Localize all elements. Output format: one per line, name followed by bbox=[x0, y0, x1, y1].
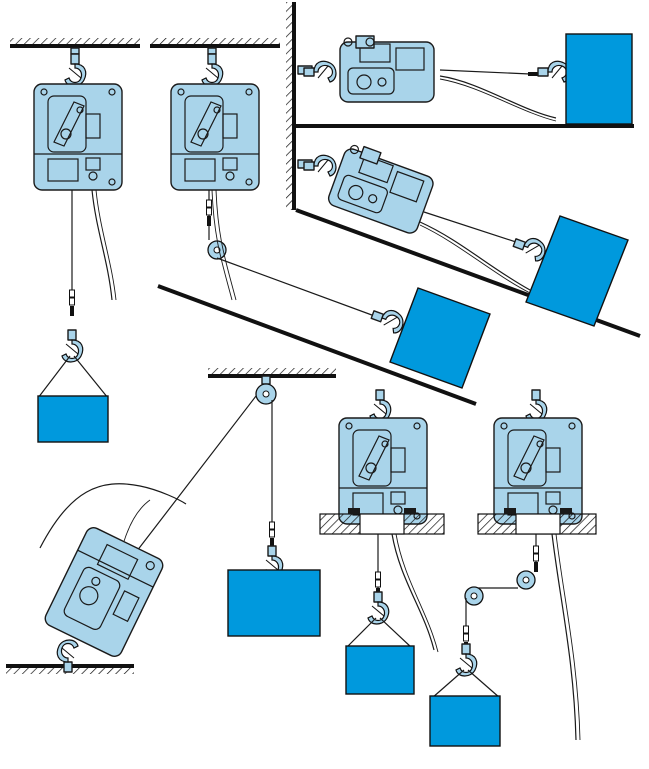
hoist-unit bbox=[33, 83, 123, 191]
panel-horizontal-pull-wall bbox=[286, 2, 634, 210]
panel-platform-mounted-lift bbox=[319, 389, 445, 695]
load-block bbox=[565, 33, 633, 125]
load-block bbox=[525, 215, 629, 327]
hoist-unit bbox=[44, 527, 164, 657]
load-block bbox=[389, 287, 491, 389]
panel-slope-pull-via-pulley bbox=[150, 38, 491, 406]
load-block bbox=[227, 569, 321, 637]
slope-surface bbox=[157, 284, 477, 406]
hoist-unit bbox=[327, 144, 434, 234]
load-block bbox=[429, 695, 501, 747]
panel-slope-pull-wall bbox=[295, 144, 641, 338]
panel-floor-anchored-overhead-pulley bbox=[6, 368, 336, 674]
panel-vertical-lift bbox=[10, 38, 140, 443]
load-block bbox=[37, 395, 109, 443]
load-block bbox=[345, 645, 415, 695]
hoist-unit bbox=[339, 35, 435, 103]
hoist-unit bbox=[170, 83, 260, 191]
panel-platform-mounted-pulleys bbox=[429, 389, 597, 747]
